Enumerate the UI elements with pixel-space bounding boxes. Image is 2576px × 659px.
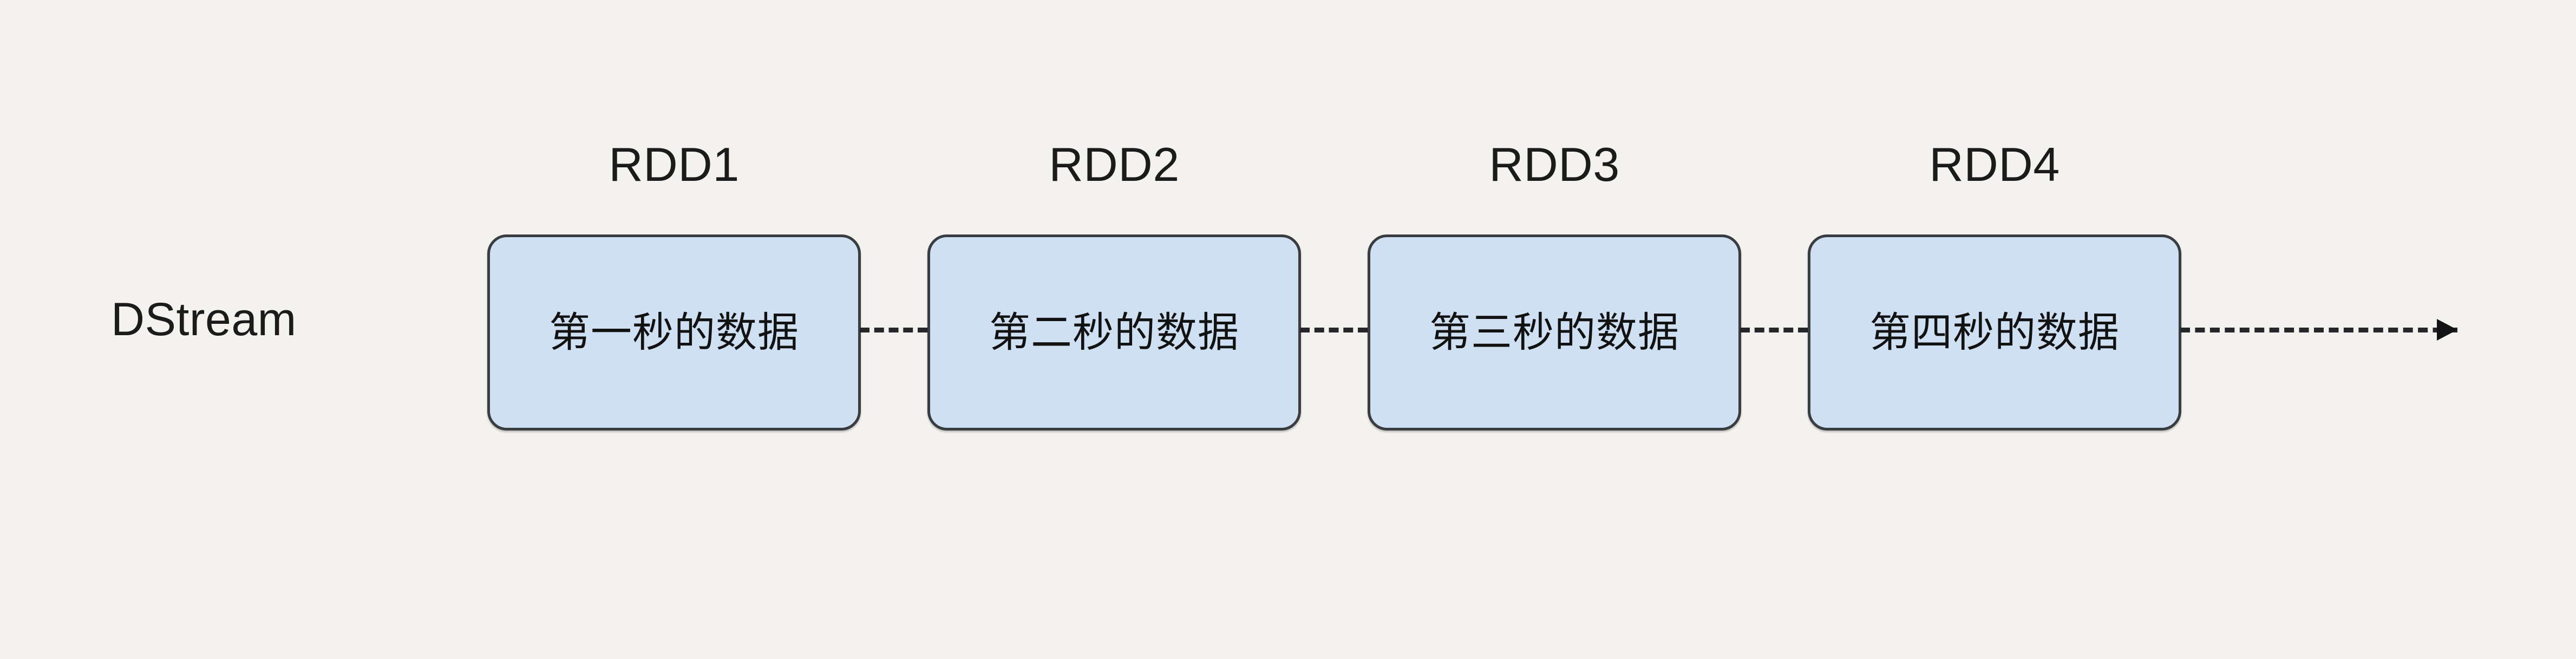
rdd-caption-4: RDD4 <box>1929 138 2060 191</box>
rdd-box-label-1: 第一秒的数据 <box>549 308 799 356</box>
dstream-row-label: DStream <box>111 293 297 345</box>
rdd-box-4[interactable]: 第四秒的数据 <box>1808 234 2181 430</box>
rdd-box-label-2: 第二秒的数据 <box>989 308 1239 356</box>
dashed-line-icon <box>860 328 927 332</box>
dashed-line-icon <box>1740 328 1808 332</box>
dashed-line-icon <box>1300 328 1368 332</box>
rdd-box-2[interactable]: 第二秒的数据 <box>927 234 1301 430</box>
stream-continuation-arrow <box>2180 319 2457 341</box>
connector-rdd1-rdd2 <box>860 328 927 332</box>
rdd-box-1[interactable]: 第一秒的数据 <box>487 234 861 430</box>
rdd-box-label-3: 第三秒的数据 <box>1429 308 1679 356</box>
rdd-caption-3: RDD3 <box>1489 138 1620 191</box>
connector-rdd3-rdd4 <box>1740 328 1808 332</box>
rdd-caption-1: RDD1 <box>609 138 740 191</box>
arrow-right-icon <box>2437 319 2457 341</box>
rdd-caption-2: RDD2 <box>1049 138 1180 191</box>
connector-rdd2-rdd3 <box>1300 328 1368 332</box>
rdd-box-3[interactable]: 第三秒的数据 <box>1368 234 1741 430</box>
rdd-box-label-4: 第四秒的数据 <box>1869 308 2120 356</box>
dashed-line-icon <box>2180 328 2457 332</box>
